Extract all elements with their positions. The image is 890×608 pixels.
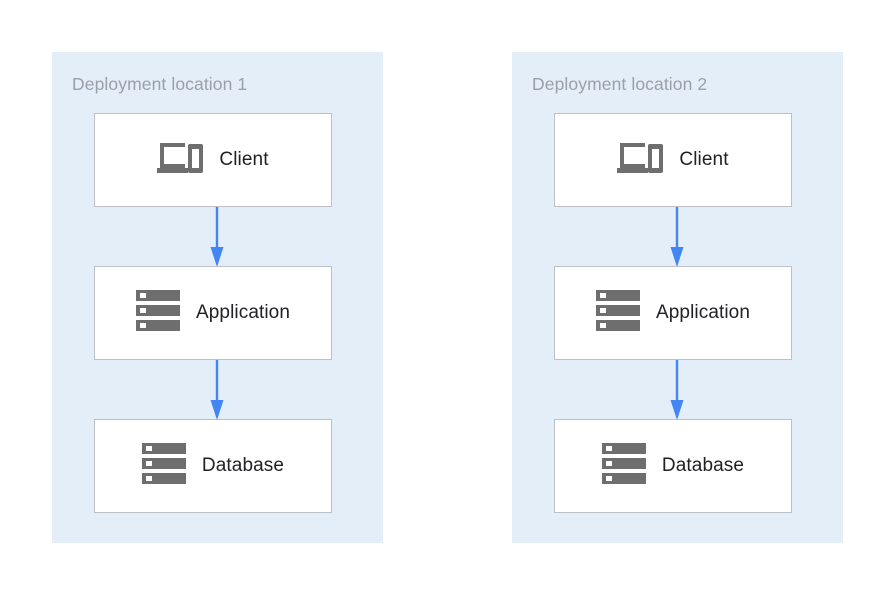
server-icon: [135, 289, 180, 338]
node-content: Application: [595, 289, 751, 338]
devices-icon: [617, 138, 664, 183]
zone-2-title: Deployment location 2: [532, 74, 708, 94]
deployment-zone-1: Deployment location 1 Client: [52, 52, 383, 543]
zone-1-arrow-application-to-database: [210, 360, 224, 420]
zone-2-arrow-application-to-database: [670, 360, 684, 420]
zone-1-database-label: Database: [201, 455, 285, 476]
zone-1-node-application[interactable]: Application: [94, 266, 332, 360]
node-content: Client: [157, 138, 268, 183]
node-content: Database: [141, 442, 285, 491]
zone-2-arrow-client-to-application: [670, 207, 684, 267]
devices-icon: [157, 138, 204, 183]
node-content: Client: [617, 138, 728, 183]
zone-1-node-client[interactable]: Client: [94, 113, 332, 207]
node-content: Application: [135, 289, 291, 338]
zone-2-client-label: Client: [679, 149, 729, 170]
zone-1-application-label: Application: [195, 302, 291, 323]
zone-2-node-database[interactable]: Database: [554, 419, 792, 513]
server-icon: [601, 442, 646, 491]
zone-2-database-label: Database: [661, 455, 745, 476]
zone-2-node-application[interactable]: Application: [554, 266, 792, 360]
zone-2-node-client[interactable]: Client: [554, 113, 792, 207]
server-icon: [141, 442, 186, 491]
server-icon: [595, 289, 640, 338]
zone-1-client-label: Client: [219, 149, 269, 170]
node-content: Database: [601, 442, 745, 491]
zone-1-arrow-client-to-application: [210, 207, 224, 267]
zone-1-node-database[interactable]: Database: [94, 419, 332, 513]
deployment-zone-2: Deployment location 2 Client: [512, 52, 843, 543]
zone-2-application-label: Application: [655, 302, 751, 323]
zone-1-title: Deployment location 1: [72, 74, 248, 94]
